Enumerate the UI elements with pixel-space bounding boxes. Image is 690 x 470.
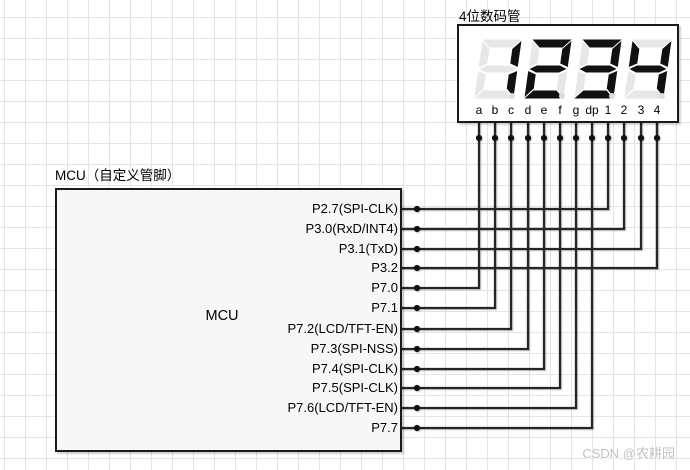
junction-dot: [413, 225, 421, 233]
junction-dot: [556, 134, 564, 142]
wire: [401, 121, 481, 290]
wire: [401, 121, 659, 270]
wire: [401, 121, 530, 351]
junction-dot: [413, 245, 421, 253]
junction-dot: [491, 134, 499, 142]
junction-dot: [413, 365, 421, 373]
junction-dot: [413, 264, 421, 272]
junction-dot: [413, 345, 421, 353]
wire: [401, 121, 643, 251]
mcu-block: [55, 188, 402, 452]
mcu-title: MCU（自定义管脚）: [55, 168, 181, 183]
wire: [401, 121, 578, 410]
junction-dot: [413, 205, 421, 213]
mcu-label: MCU: [205, 308, 239, 324]
junction-dot: [604, 134, 612, 142]
junction-dot: [413, 404, 421, 412]
wire: [401, 121, 594, 430]
seven-segment-display: [457, 24, 679, 123]
junction-dot: [524, 134, 532, 142]
junction-dot: [413, 304, 421, 312]
junction-dot: [572, 134, 580, 142]
junction-dot: [413, 424, 421, 432]
wire: [401, 121, 546, 371]
wire: [401, 121, 513, 331]
wire: [401, 121, 610, 211]
junction-dot: [475, 134, 483, 142]
junction-dot: [413, 384, 421, 392]
display-title: 4位数码管: [459, 9, 521, 24]
junction-dot: [637, 134, 645, 142]
junction-dot: [540, 134, 548, 142]
junction-dot: [620, 134, 628, 142]
junction-dot: [413, 284, 421, 292]
watermark: CSDN @农耕园: [582, 446, 675, 461]
wire: [401, 121, 562, 390]
junction-dot: [588, 134, 596, 142]
junction-dot: [653, 134, 661, 142]
junction-dot: [413, 325, 421, 333]
wire: [401, 121, 626, 231]
wire: [401, 121, 497, 310]
junction-dot: [507, 134, 515, 142]
